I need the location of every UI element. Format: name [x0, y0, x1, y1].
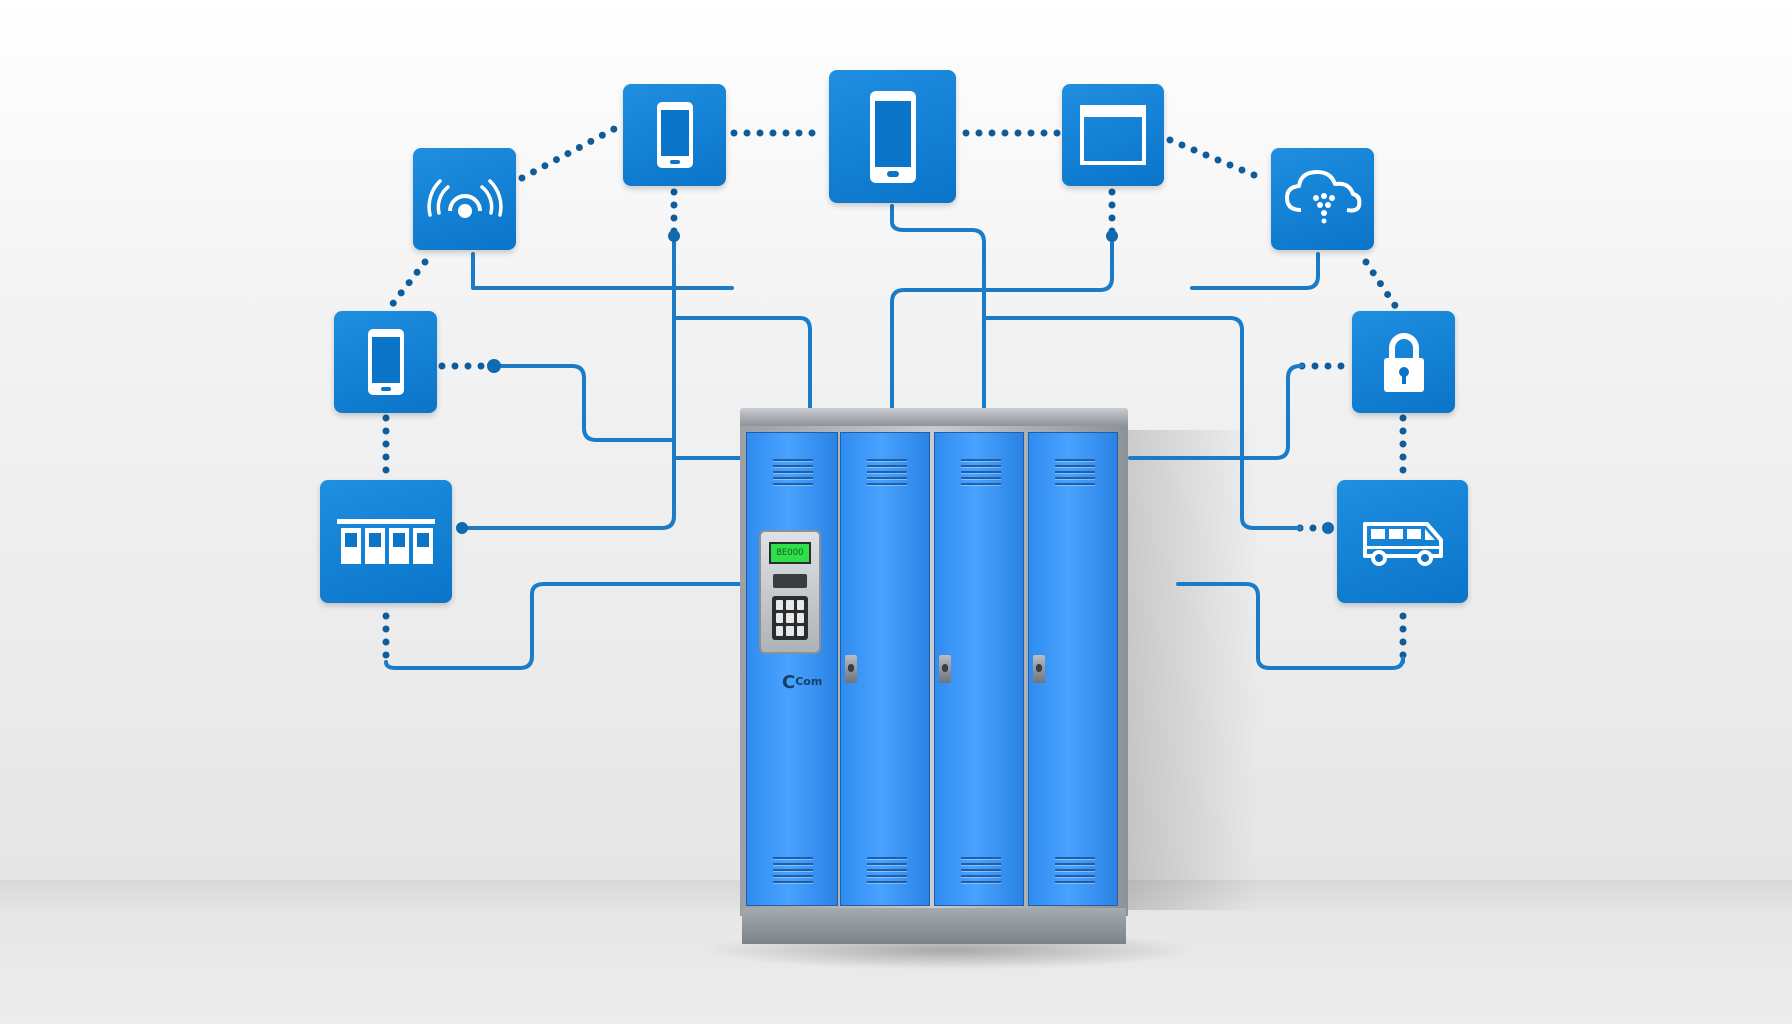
keypad-key[interactable]: [796, 613, 804, 623]
locker-keypad[interactable]: ΒΕΟΟΟ: [759, 530, 821, 654]
door-vent-bottom: [1055, 853, 1095, 887]
browser-tile: [1062, 84, 1164, 186]
keypad-key[interactable]: [776, 613, 784, 623]
wire: [1176, 582, 1405, 670]
wire-junction-dot: [1322, 522, 1334, 534]
keypad-buttons[interactable]: [772, 596, 808, 640]
wire-junction-dot: [668, 230, 680, 242]
wire: [492, 364, 676, 442]
dotted-link: [1166, 136, 1270, 184]
smartphone-tile-top: [623, 84, 726, 186]
wire: [890, 234, 1114, 410]
cloud-tile: [1271, 148, 1374, 250]
wire: [1128, 364, 1304, 460]
wire-junction-dot: [487, 359, 501, 373]
locker-door-3[interactable]: [934, 432, 1024, 906]
wifi-tile: [413, 148, 516, 250]
dotted-link: [518, 124, 620, 182]
wifi-signal-icon: [426, 179, 503, 218]
tablet-icon: [869, 90, 916, 183]
keypad-key[interactable]: [786, 600, 794, 610]
tablet-tile: [829, 70, 956, 203]
wire: [982, 316, 1302, 530]
wire: [384, 582, 742, 670]
locker-bank-icon: [337, 518, 435, 564]
door-lock-handle[interactable]: [939, 655, 951, 683]
wire: [1190, 252, 1320, 290]
padlock-tile: [1352, 311, 1455, 413]
keypad-key[interactable]: [786, 626, 794, 636]
wire-junction-dot: [456, 522, 468, 534]
wire: [471, 252, 734, 290]
wire: [890, 204, 986, 410]
locker-base: [742, 908, 1126, 944]
browser-window-icon: [1080, 105, 1146, 165]
locker-door-2[interactable]: [840, 432, 930, 906]
door-vent-top: [773, 455, 813, 489]
wire: [464, 234, 676, 530]
locker-brand-logo: CCom: [782, 672, 822, 693]
van-icon: [1362, 521, 1443, 566]
keypad-key[interactable]: [796, 600, 804, 610]
locker-door-4[interactable]: [1028, 432, 1118, 906]
keypad-key[interactable]: [796, 626, 804, 636]
door-vent-bottom: [961, 853, 1001, 887]
smartphone-icon: [367, 329, 404, 395]
locker-door-1[interactable]: [746, 432, 838, 906]
door-vent-top: [961, 455, 1001, 489]
wire: [672, 316, 812, 410]
door-vent-top: [867, 455, 907, 489]
locker-wall-shadow: [1120, 430, 1260, 910]
keypad-key[interactable]: [786, 613, 794, 623]
locker-top-panel: [740, 408, 1128, 426]
door-vent-bottom: [867, 853, 907, 887]
wire-junction-dot: [1106, 230, 1118, 242]
door-lock-handle[interactable]: [1033, 655, 1045, 683]
door-lock-handle[interactable]: [845, 655, 857, 683]
dotted-link: [1362, 258, 1402, 314]
brand-c-glyph: C: [782, 672, 796, 693]
dotted-link: [384, 258, 429, 314]
door-vent-bottom: [773, 853, 813, 887]
card-reader-slot[interactable]: [773, 574, 807, 588]
keypad-key[interactable]: [776, 600, 784, 610]
keypad-key[interactable]: [776, 626, 784, 636]
cloud-icon: [1284, 170, 1361, 224]
keypad-display: ΒΕΟΟΟ: [769, 542, 811, 564]
padlock-icon: [1383, 333, 1424, 392]
brand-text: Com: [795, 675, 823, 688]
smart-locker: [736, 408, 1132, 944]
van-tile: [1337, 480, 1468, 603]
smartphone-tile-left: [334, 311, 437, 413]
locker-bank-tile: [320, 480, 452, 603]
door-vent-top: [1055, 455, 1095, 489]
smartphone-icon: [656, 102, 693, 168]
